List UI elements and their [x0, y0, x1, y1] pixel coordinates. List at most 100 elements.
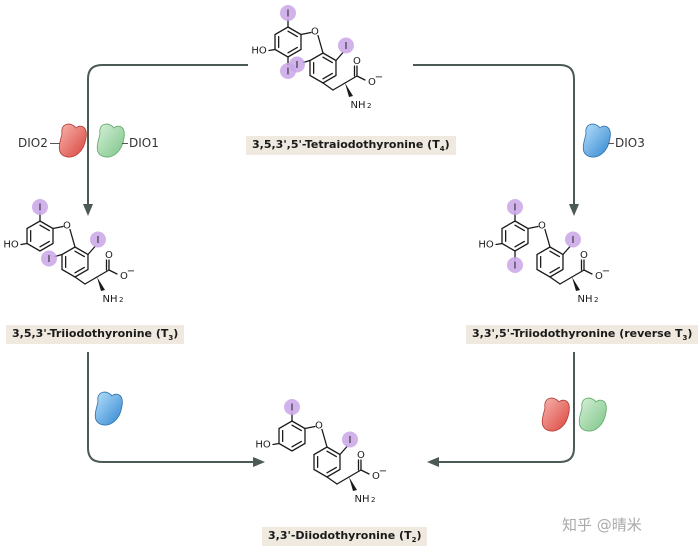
connector-dio3: [608, 143, 614, 144]
iodine-ring-b-right: I: [572, 235, 575, 246]
iodine-bond: [562, 245, 571, 256]
enzyme-dio3-blob-left: [94, 391, 123, 426]
enzyme-dio2-blob-right: [541, 397, 570, 432]
iodine-ring-b-right: I: [349, 435, 352, 446]
carboxylate-charge: −: [379, 466, 387, 477]
ho-bond: [272, 442, 280, 446]
label-dio3: DIO3: [615, 136, 645, 150]
stereo-wedge: [96, 277, 105, 291]
iodine-bond: [335, 51, 344, 62]
carboxylate-bond: [356, 75, 366, 81]
iodine-ring-a-bottom-halo: [507, 257, 523, 273]
ether-oxygen: O: [63, 221, 71, 232]
label-rt3: 3,3',5'-Triiodothyronine (reverse T3): [466, 325, 698, 345]
ho-bond: [20, 242, 28, 246]
phenol-ring-double-bond: [291, 424, 303, 432]
iodine-bond: [339, 445, 348, 456]
amine-subscript: 2: [371, 496, 375, 504]
carboxylate-charge: −: [602, 266, 610, 277]
label-dio1: DIO1: [129, 136, 159, 150]
amine-label: NH: [350, 100, 365, 111]
connector-dio1: [122, 143, 128, 144]
tyrosyl-ring-double-bond: [326, 450, 337, 458]
label-dio2: DIO2: [18, 136, 48, 150]
phenol-ring-double-bond: [287, 30, 299, 38]
ether-bond-a: [304, 425, 316, 430]
ether-oxygen: O: [538, 221, 546, 232]
side-chain-calpha: [332, 82, 346, 91]
carboxylate-charge: −: [375, 72, 383, 83]
phenol-ring-double-bond: [39, 240, 51, 248]
phenol-ring-double-bond: [39, 224, 51, 232]
iodine-ring-b-right-halo: [89, 231, 106, 248]
amine-label: NH: [354, 494, 369, 505]
iodine-ring-a-top-halo: [507, 199, 523, 215]
tyrosyl-ring-double-bond: [549, 266, 560, 274]
iodine-ring-a-top-halo: [284, 399, 300, 415]
label-t4-sub: 4: [439, 145, 445, 154]
label-t2-sub: 2: [411, 536, 417, 545]
iodine-ring-a-bottom: I: [514, 261, 517, 272]
carboxyl-bond: [96, 269, 110, 278]
tyrosyl-ring-double-bond: [74, 250, 85, 258]
carbonyl-oxygen: O: [105, 250, 113, 261]
label-t3: 3,5,3'-Triiodothyronine (T3): [6, 325, 185, 345]
enzyme-dio3-blob-top: [582, 123, 611, 158]
iodine-ring-b-right-halo: [337, 37, 354, 54]
phenol-ring-double-bond: [514, 224, 526, 232]
side-chain-ch2: [74, 276, 86, 285]
enzyme-dio1-blob-right: [578, 397, 607, 432]
carboxyl-bond: [571, 269, 585, 278]
iodine-ring-b-right: I: [97, 235, 100, 246]
carboxylate-bond: [583, 269, 593, 275]
ether-bond-a: [527, 225, 539, 230]
ho-bond: [495, 242, 503, 246]
iodine-ring-b-right-halo: [341, 431, 358, 448]
ether-bond-b: [544, 228, 551, 248]
iodine-ring-a-bottom: I: [287, 67, 290, 78]
carboxyl-bond: [344, 75, 358, 84]
carbonyl-oxygen: O: [580, 250, 588, 261]
amine-subscript: 2: [594, 296, 598, 304]
iodine-ring-b-left-halo: [289, 56, 305, 73]
ether-bond-a: [300, 31, 312, 36]
carboxylate-oxygen: O: [120, 271, 128, 282]
hydroxyl-label: HO: [251, 46, 267, 57]
tyrosyl-ring-double-bond: [549, 250, 560, 258]
stereo-wedge: [571, 277, 580, 291]
enzyme-dio1-blob: [96, 123, 125, 158]
hydroxyl-label: HO: [3, 240, 19, 251]
phenol-ring-double-bond: [291, 440, 303, 448]
iodine-ring-b-left: I: [296, 60, 299, 71]
carboxylate-oxygen: O: [372, 471, 380, 482]
label-t4-text: 3,5,3',5'-Tetraiodothyronine (T: [252, 138, 440, 151]
iodine-ring-b-right: I: [345, 41, 348, 52]
ether-bond-a: [52, 225, 64, 230]
tyrosyl-ring-double-bond: [322, 72, 333, 80]
carbonyl-oxygen: O: [357, 450, 365, 461]
label-rt3-suffix: ): [687, 327, 693, 340]
side-chain-calpha: [336, 476, 350, 485]
iodine-ring-b-right-halo: [564, 231, 581, 248]
stereo-wedge: [348, 477, 357, 491]
arrow-t4-to-t3: [83, 64, 248, 216]
label-t4-suffix: ): [444, 138, 450, 151]
amine-subscript: 2: [119, 296, 123, 304]
label-rt3-sub: 3: [682, 334, 688, 343]
iodine-ring-b-left-halo: [41, 250, 57, 267]
amine-label: NH: [577, 294, 592, 305]
iodine-ring-a-top: I: [39, 203, 42, 214]
carbonyl-oxygen: O: [353, 56, 361, 67]
label-t2-suffix: ): [416, 529, 422, 542]
amine-label: NH: [102, 294, 117, 305]
hydroxyl-label: HO: [478, 240, 494, 251]
connector-dio2: [50, 143, 60, 144]
label-t3-suffix: ): [173, 327, 179, 340]
label-t2: 3,3'-Diiodothyronine (T2): [262, 527, 428, 547]
side-chain-calpha: [84, 276, 98, 285]
side-chain-calpha: [559, 276, 573, 285]
